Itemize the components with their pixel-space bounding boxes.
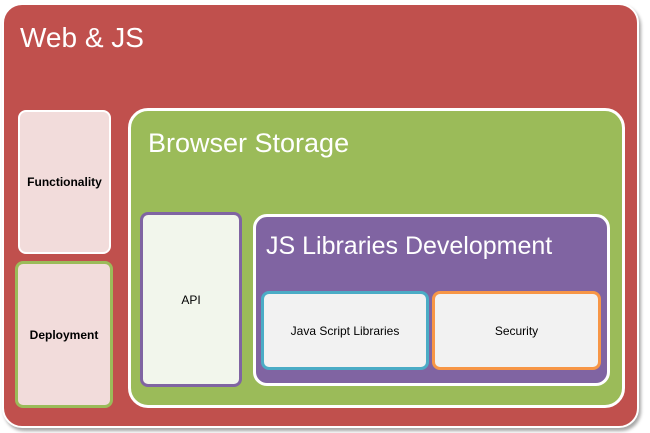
- deployment-box: Deployment: [15, 261, 113, 408]
- security-box: Security: [432, 291, 601, 370]
- js-libraries-development-title: JS Libraries Development: [266, 232, 553, 260]
- web-js-title: Web & JS: [20, 22, 144, 53]
- functionality-box: Functionality: [18, 110, 111, 254]
- security-label: Security: [494, 323, 539, 338]
- deployment-label: Deployment: [29, 327, 99, 342]
- api-box: API: [140, 212, 242, 387]
- functionality-label: Functionality: [27, 175, 102, 189]
- api-label: API: [181, 292, 201, 307]
- java-script-libraries-box: Java Script Libraries: [261, 291, 429, 370]
- browser-storage-title: Browser Storage: [148, 128, 350, 158]
- java-script-libraries-label: Java Script Libraries: [290, 323, 400, 338]
